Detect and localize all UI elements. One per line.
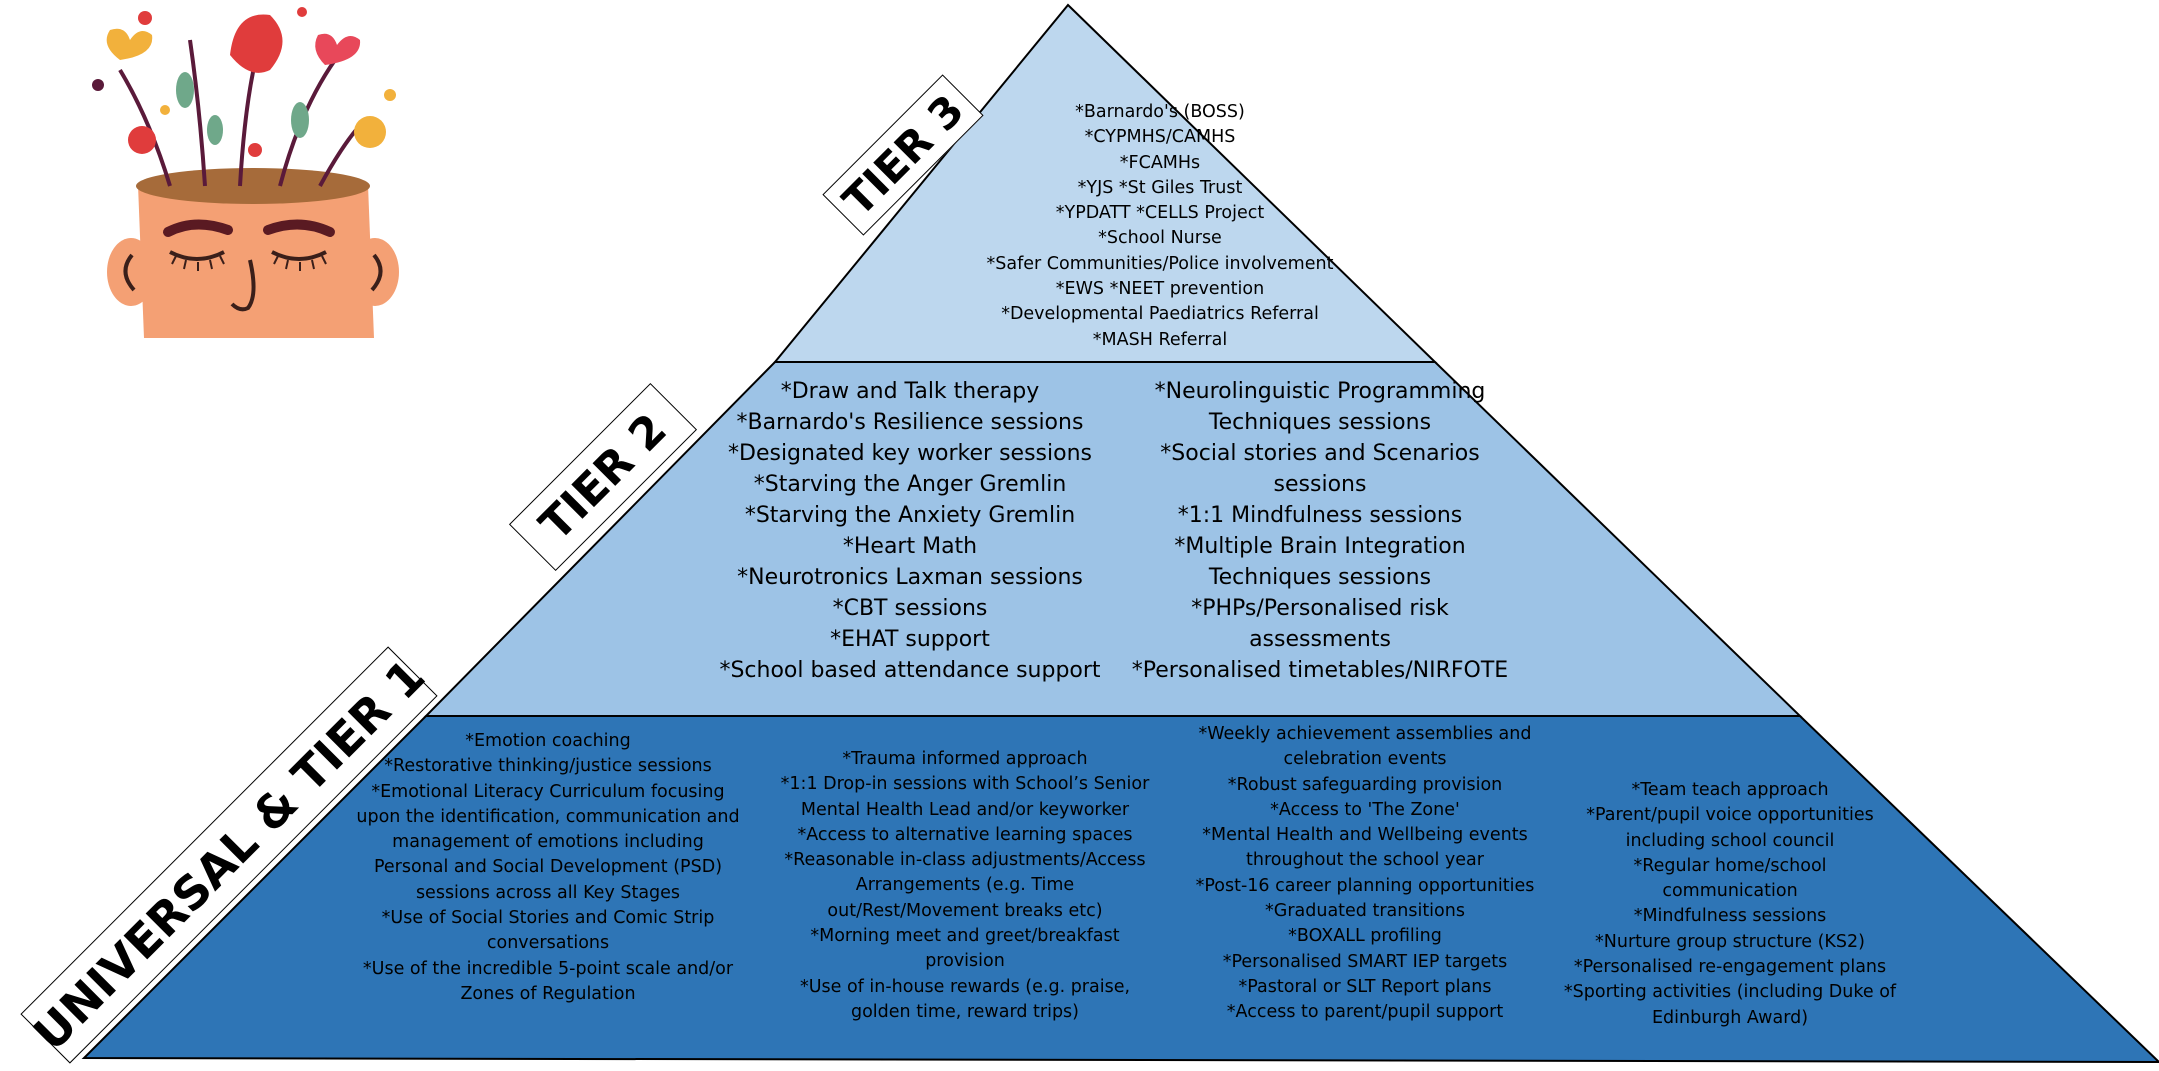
list-item: throughout the school year [1246, 850, 1484, 871]
list-item: *Use of the incredible 5-point scale and… [362, 958, 734, 979]
tier1-list-col2: *Trauma informed approach *1:1 Drop-in s… [770, 747, 1160, 1025]
tier1-band [81, 715, 2159, 1064]
list-item: *BOXALL profiling [1288, 926, 1442, 947]
list-item: *Developmental Paediatrics Referral [1001, 304, 1319, 325]
list-item: conversations [486, 933, 610, 954]
list-item: Personal and Social Development (PSD) [373, 857, 723, 878]
tier1-list-col4: *Team teach approach *Parent/pupil voice… [1560, 778, 1900, 1031]
list-item: *EWS *NEET prevention [1055, 279, 1265, 300]
list-item: *Heart Math [842, 534, 978, 559]
list-item: *Team teach approach [1631, 780, 1829, 800]
list-item: *Starving the Anxiety Gremlin [744, 503, 1076, 528]
list-item: *Reasonable in-class adjustments/Access [784, 850, 1146, 871]
list-item: *School based attendance support [719, 658, 1101, 683]
list-item: *Graduated transitions [1265, 901, 1465, 922]
list-item: *Nurture group structure (KS2) [1595, 931, 1865, 952]
head-with-flowers-icon [92, 7, 399, 338]
tier3-list: *Barnardo's (BOSS) *CYPMHS/CAMHS *FCAMHs… [900, 100, 1420, 353]
list-item: *PHPs/Personalised risk [1191, 596, 1449, 621]
list-item: upon the identification, communication a… [356, 806, 740, 827]
list-item: *FCAMHs [1119, 152, 1201, 173]
list-item: Arrangements (e.g. Time [855, 875, 1075, 896]
list-item: Edinburgh Award) [1651, 1007, 1809, 1028]
list-item: *Starving the Anger Gremlin [753, 472, 1067, 497]
list-item: *Robust safeguarding provision [1227, 774, 1503, 795]
list-item: *Regular home/school [1633, 855, 1827, 876]
list-item: *Pastoral or SLT Report plans [1238, 976, 1492, 997]
list-item: *YJS *St Giles Trust [1077, 177, 1243, 198]
list-item: *Use of in-house rewards (e.g. praise, [799, 976, 1131, 997]
tier1-list-col1: *Emotion coaching *Restorative thinking/… [350, 729, 746, 1007]
tier2-list-right: *Neurolinguistic Programming Techniques … [1110, 376, 1530, 686]
list-item: *Mindfulness sessions [1633, 906, 1827, 927]
list-item: *Access to parent/pupil support [1226, 1002, 1504, 1023]
list-item: *Neurotronics Laxman sessions [737, 565, 1083, 590]
list-item: *Access to 'The Zone' [1270, 799, 1460, 820]
list-item: *Social stories and Scenarios [1160, 441, 1480, 466]
list-item: management of emotions including [392, 832, 704, 853]
list-item: *Personalised SMART IEP targets [1222, 951, 1508, 972]
list-item: *CBT sessions [832, 596, 988, 621]
list-item: *School Nurse [1098, 228, 1222, 249]
list-item: Zones of Regulation [460, 983, 636, 1004]
list-item: *Weekly achievement assemblies and [1198, 724, 1532, 744]
list-item: *Neurolinguistic Programming [1154, 379, 1486, 404]
list-item: *Draw and Talk therapy [780, 379, 1040, 404]
list-item: sessions [1273, 472, 1367, 497]
list-item: Techniques sessions [1208, 410, 1432, 435]
list-item: *CYPMHS/CAMHS [1084, 127, 1236, 148]
list-item: *Mental Health and Wellbeing events [1202, 825, 1528, 846]
list-item: *Trauma informed approach [842, 749, 1088, 769]
list-item: Techniques sessions [1208, 565, 1432, 590]
list-item: *YPDATT *CELLS Project [1055, 203, 1265, 224]
list-item: *EHAT support [830, 627, 990, 652]
list-item: *Personalised timetables/NIRFOTE [1131, 658, 1509, 683]
list-item: golden time, reward trips) [850, 1001, 1079, 1022]
list-item: *Safer Communities/Police involvement [986, 253, 1334, 274]
list-item: *MASH Referral [1092, 329, 1228, 350]
list-item: *Designated key worker sessions [728, 441, 1092, 466]
list-item: *Multiple Brain Integration [1174, 534, 1466, 559]
list-item: assessments [1249, 627, 1391, 652]
list-item: *Parent/pupil voice opportunities [1586, 805, 1874, 826]
list-item: *Barnardo's (BOSS) [1075, 102, 1245, 122]
tier2-list-left: *Draw and Talk therapy *Barnardo's Resil… [710, 376, 1110, 686]
list-item: provision [925, 951, 1005, 972]
list-item: *1:1 Mindfulness sessions [1177, 503, 1463, 528]
list-item: *Emotional Literacy Curriculum focusing [371, 781, 725, 802]
list-item: *Restorative thinking/justice sessions [384, 756, 712, 777]
list-item: including school council [1625, 830, 1835, 851]
list-item: *1:1 Drop-in sessions with School’s Seni… [780, 774, 1150, 795]
list-item: communication [1662, 881, 1798, 902]
list-item: *Morning meet and greet/breakfast [810, 926, 1120, 947]
tier1-list-col3: *Weekly achievement assemblies and celeb… [1175, 722, 1555, 1026]
list-item: *Post-16 career planning opportunities [1195, 875, 1535, 896]
list-item: sessions across all Key Stages [415, 882, 681, 903]
list-item: out/Rest/Movement breaks etc) [827, 900, 1103, 921]
list-item: celebration events [1283, 749, 1447, 770]
list-item: *Access to alternative learning spaces [797, 824, 1133, 845]
list-item: *Use of Social Stories and Comic Strip [381, 908, 715, 929]
list-item: *Emotion coaching [465, 731, 631, 751]
list-item: *Personalised re-engagement plans [1573, 957, 1887, 978]
list-item: *Barnardo's Resilience sessions [736, 410, 1084, 435]
list-item: *Sporting activities (including Duke of [1563, 982, 1897, 1003]
list-item: Mental Health Lead and/or keyworker [800, 799, 1130, 820]
